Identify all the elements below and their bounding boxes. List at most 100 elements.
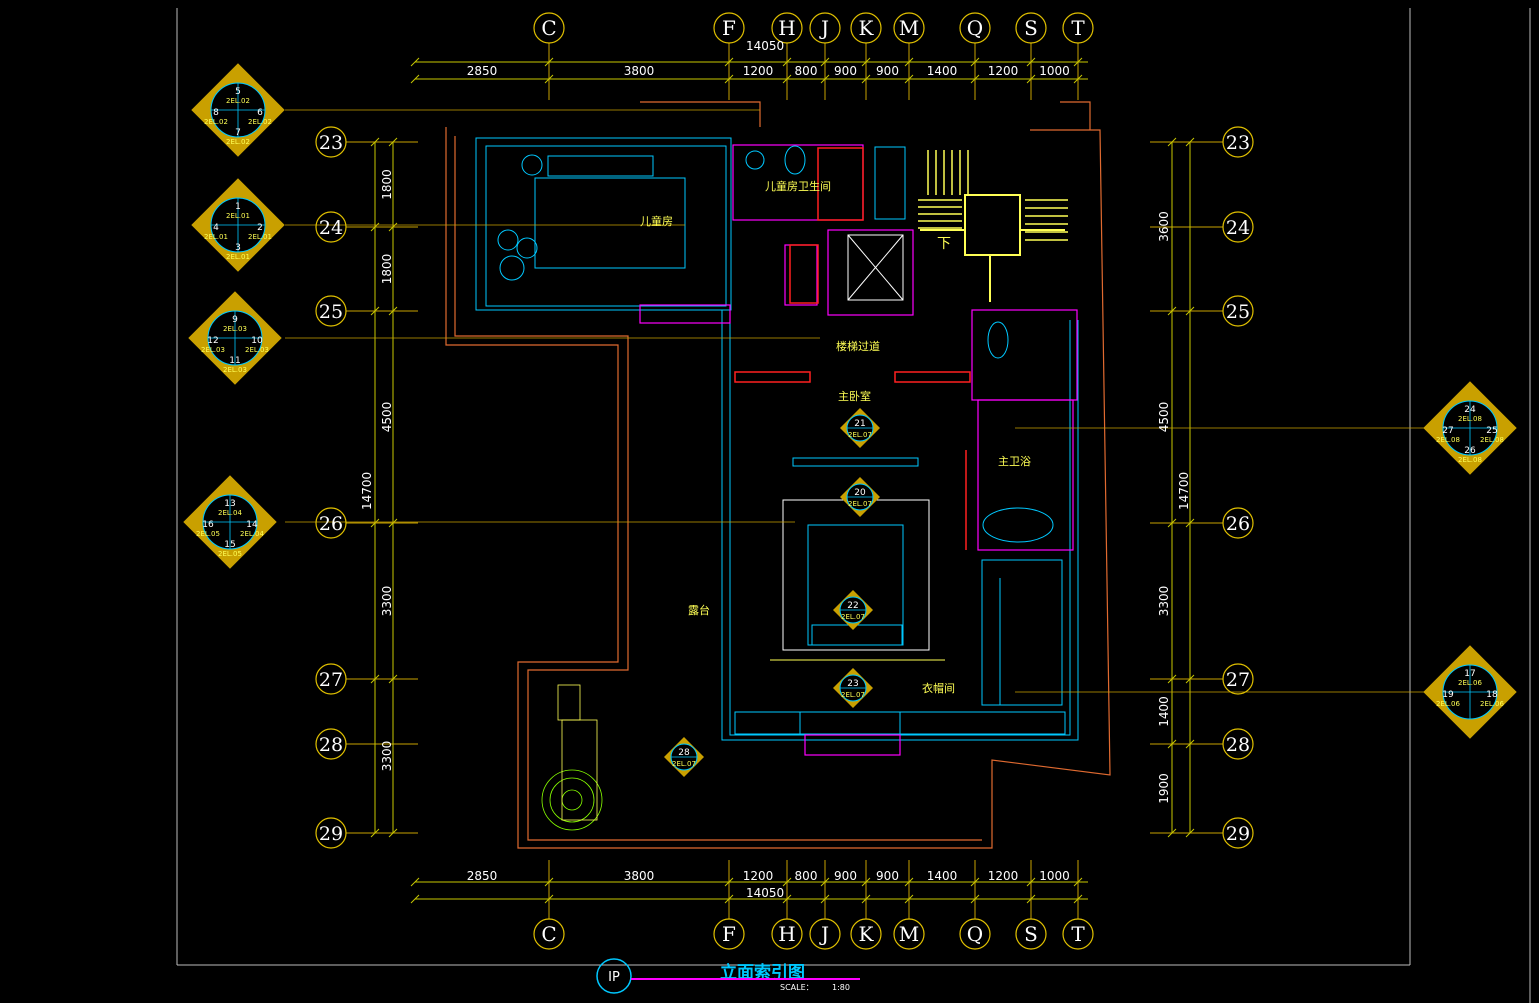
dim-label: 1800 xyxy=(380,169,394,200)
svg-text:23: 23 xyxy=(1226,132,1250,154)
svg-text:17: 17 xyxy=(1464,669,1475,679)
svg-text:25: 25 xyxy=(1486,426,1497,436)
dimension-ticks xyxy=(370,57,1195,904)
svg-text:M: M xyxy=(899,922,919,946)
elevator xyxy=(847,234,904,301)
dim-label: 1400 xyxy=(927,869,958,883)
column-bubble-F: F xyxy=(713,918,745,950)
row-bubble-24: 24 xyxy=(315,211,347,243)
svg-text:28: 28 xyxy=(1226,734,1250,756)
svg-text:2EL.06: 2EL.06 xyxy=(1480,700,1504,708)
dim-label: 900 xyxy=(834,869,857,883)
svg-text:24: 24 xyxy=(1226,217,1250,239)
room-labels: 儿童房 儿童房卫生间 楼梯过道 主卧室 主卫浴 露台 衣帽间 下 xyxy=(640,179,1031,695)
svg-text:2EL.08: 2EL.08 xyxy=(1480,436,1504,444)
svg-text:7: 7 xyxy=(235,128,241,138)
dim-label: 900 xyxy=(876,869,899,883)
label-kids-room: 儿童房 xyxy=(640,214,673,228)
svg-text:S: S xyxy=(1024,922,1038,946)
column-bubble-M: M xyxy=(893,12,925,44)
svg-text:2EL.08: 2EL.08 xyxy=(1436,436,1460,444)
dim-label: 2850 xyxy=(467,64,498,78)
svg-text:2EL.08: 2EL.08 xyxy=(1458,415,1482,423)
dim-label: 1200 xyxy=(743,64,774,78)
svg-text:K: K xyxy=(859,16,875,40)
svg-text:24: 24 xyxy=(1464,405,1476,415)
svg-text:22: 22 xyxy=(847,601,858,611)
svg-text:20: 20 xyxy=(854,488,866,498)
dim-label: 1000 xyxy=(1039,869,1070,883)
column-bubble-J: J xyxy=(809,12,841,44)
row-bubble-24: 24 xyxy=(1222,211,1254,243)
svg-text:Q: Q xyxy=(967,16,983,40)
svg-text:2EL.07: 2EL.07 xyxy=(841,691,865,699)
dimension-lines xyxy=(374,61,1191,900)
svg-text:2EL.08: 2EL.08 xyxy=(1458,456,1482,464)
column-bubble-Q: Q xyxy=(959,12,991,44)
row-bubble-23: 23 xyxy=(315,126,347,158)
row-grid-lines xyxy=(346,141,1223,834)
column-bubble-Q: Q xyxy=(959,918,991,950)
svg-text:T: T xyxy=(1071,922,1085,946)
svg-text:T: T xyxy=(1071,16,1085,40)
row-bubble-28: 28 xyxy=(1222,728,1254,760)
svg-text:14: 14 xyxy=(246,520,258,530)
svg-text:10: 10 xyxy=(251,336,263,346)
column-bubble-M: M xyxy=(893,918,925,950)
dim-label: 3600 xyxy=(1157,211,1171,242)
dim-label: 3800 xyxy=(624,64,655,78)
row-bubble-26: 26 xyxy=(1222,507,1254,539)
dim-label: 900 xyxy=(876,64,899,78)
svg-text:2EL.06: 2EL.06 xyxy=(1436,700,1460,708)
svg-text:26: 26 xyxy=(1226,513,1250,535)
column-bubble-C: C xyxy=(533,12,565,44)
total-height-left: 14700 xyxy=(360,472,374,510)
elevation-mark-20: 20 2EL.07 xyxy=(840,477,880,517)
drawing-frame xyxy=(176,8,1531,1003)
dim-label: 3300 xyxy=(380,741,394,772)
svg-text:K: K xyxy=(859,922,875,946)
fixtures-magenta xyxy=(639,144,1078,756)
svg-text:21: 21 xyxy=(854,419,865,429)
scale-value: 1:80 xyxy=(832,983,850,992)
svg-text:F: F xyxy=(722,922,736,946)
svg-text:26: 26 xyxy=(319,513,343,535)
svg-text:2EL.07: 2EL.07 xyxy=(841,613,865,621)
elevation-mark-22: 22 2EL.07 xyxy=(833,590,873,630)
svg-text:2EL.01: 2EL.01 xyxy=(248,233,272,241)
svg-text:2EL.05: 2EL.05 xyxy=(218,550,242,558)
svg-text:26: 26 xyxy=(1464,446,1476,456)
dim-label: 1000 xyxy=(1039,64,1070,78)
svg-text:29: 29 xyxy=(1226,823,1250,845)
column-bubble-H: H xyxy=(771,918,803,950)
dim-label: 1800 xyxy=(380,254,394,285)
svg-text:H: H xyxy=(778,922,795,946)
svg-text:4: 4 xyxy=(213,223,219,233)
column-bubble-H: H xyxy=(771,12,803,44)
svg-text:8: 8 xyxy=(213,108,219,118)
svg-text:27: 27 xyxy=(1442,426,1453,436)
dim-label: 900 xyxy=(834,64,857,78)
svg-text:2EL.03: 2EL.03 xyxy=(201,346,225,354)
svg-text:2EL.07: 2EL.07 xyxy=(672,760,696,768)
svg-text:2EL.07: 2EL.07 xyxy=(848,500,872,508)
svg-text:13: 13 xyxy=(224,499,235,509)
dim-label: 800 xyxy=(795,64,818,78)
svg-text:2EL.02: 2EL.02 xyxy=(204,118,228,126)
label-stair-down: 下 xyxy=(937,236,951,252)
svg-text:2EL.07: 2EL.07 xyxy=(848,431,872,439)
dim-label: 3300 xyxy=(1157,586,1171,617)
svg-text:28: 28 xyxy=(319,734,343,756)
svg-text:23: 23 xyxy=(847,679,858,689)
svg-text:2EL.03: 2EL.03 xyxy=(223,366,247,374)
total-height-right: 14700 xyxy=(1177,472,1191,510)
dim-label: 1200 xyxy=(988,64,1019,78)
dim-label: 4500 xyxy=(380,402,394,433)
svg-text:27: 27 xyxy=(1226,669,1250,691)
exterior-walls xyxy=(445,101,1111,849)
scale-label: SCALE： xyxy=(780,983,814,992)
total-width-top: 14050 xyxy=(746,39,784,53)
